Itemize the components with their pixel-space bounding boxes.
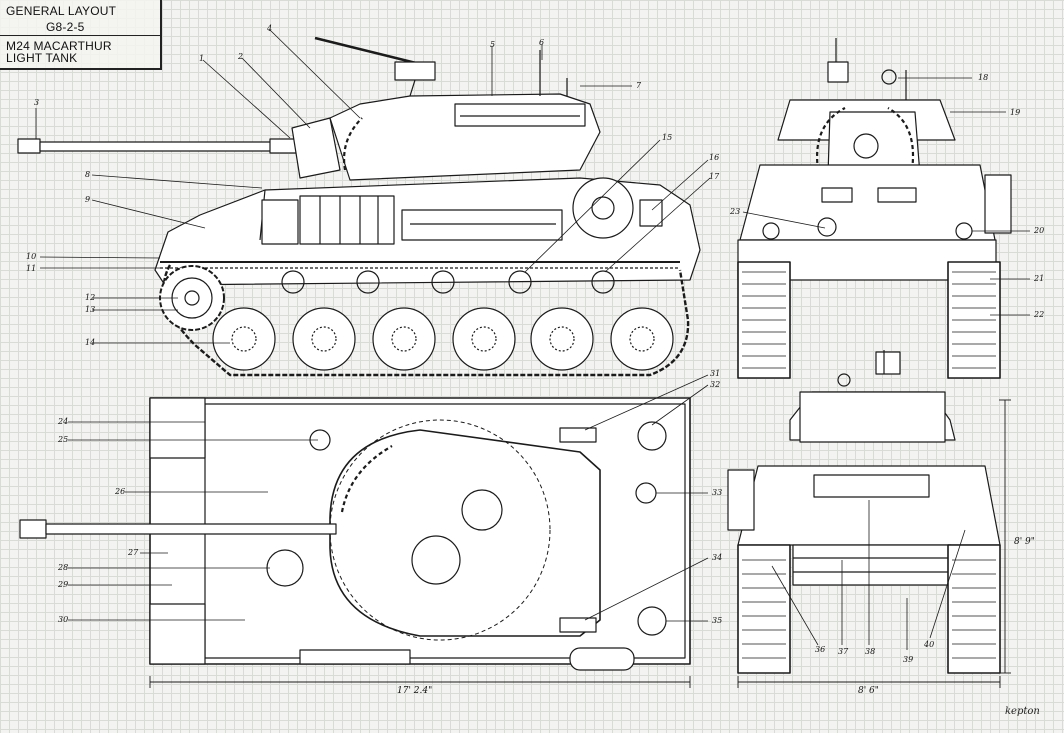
callout-34: 34 [712, 553, 723, 562]
side-road-wheels [212, 307, 674, 371]
callout-22: 22 [1034, 310, 1045, 319]
width-label: 8' 6" [858, 686, 879, 696]
width-dimension [737, 676, 1001, 688]
height-dimension [999, 399, 1011, 674]
title-block: GENERAL LAYOUT G8-2-5 M24 MACARTHUR LIGH… [0, 0, 162, 70]
title-divider [0, 35, 160, 36]
callout-9: 9 [85, 195, 91, 204]
callout-32: 32 [710, 380, 721, 389]
callout-23: 23 [730, 207, 741, 216]
callout-19: 19 [1010, 108, 1021, 117]
drawing-number: G8-2-5 [46, 20, 85, 34]
callout-18: 18 [978, 73, 989, 82]
callout-17: 17 [709, 172, 720, 181]
callout-27: 27 [128, 548, 139, 557]
callout-24: 24 [58, 417, 69, 426]
vehicle-class: LIGHT TANK [6, 51, 78, 65]
front-view [727, 350, 1011, 688]
callout-35: 35 [712, 616, 723, 625]
callout-38: 38 [865, 647, 876, 656]
rear-view [737, 38, 1030, 379]
vehicle-name: M24 MACARTHUR [6, 39, 112, 53]
callout-8: 8 [85, 170, 91, 179]
callout-13: 13 [85, 305, 96, 314]
side-view [17, 29, 711, 377]
callout-37: 37 [838, 647, 849, 656]
callout-25: 25 [58, 435, 69, 444]
callout-39: 39 [903, 655, 914, 664]
callout-28: 28 [58, 563, 69, 572]
callout-29: 29 [58, 580, 69, 589]
callout-36: 36 [815, 645, 826, 654]
callout-21: 21 [1034, 274, 1045, 283]
callout-16: 16 [709, 153, 720, 162]
callout-15: 15 [662, 133, 673, 142]
callout-6: 6 [539, 38, 545, 47]
side-roof-mg [314, 36, 421, 66]
drawing-title: GENERAL LAYOUT [6, 4, 117, 18]
callout-33: 33 [712, 488, 723, 497]
callout-3: 3 [34, 98, 40, 107]
callout-20: 20 [1034, 226, 1045, 235]
length-label: 17' 2.4" [397, 686, 433, 696]
side-mantlet [291, 117, 341, 179]
callout-2: 2 [238, 52, 244, 61]
callout-31: 31 [710, 369, 721, 378]
callout-26: 26 [115, 487, 126, 496]
callout-5: 5 [490, 40, 496, 49]
callout-12: 12 [85, 293, 96, 302]
callout-10: 10 [26, 252, 37, 261]
side-main-gun [17, 138, 301, 154]
callout-1: 1 [199, 54, 205, 63]
callout-40: 40 [924, 640, 935, 649]
callout-7: 7 [636, 81, 642, 90]
top-main-gun [19, 519, 47, 539]
callout-11: 11 [26, 264, 37, 273]
height-label: 8' 9" [1014, 537, 1035, 547]
artist-signature: kepton [1005, 706, 1040, 717]
top-view [19, 374, 709, 688]
callout-14: 14 [85, 338, 96, 347]
callout-30: 30 [58, 615, 69, 624]
callout-4: 4 [267, 24, 273, 33]
length-dimension [149, 676, 691, 688]
